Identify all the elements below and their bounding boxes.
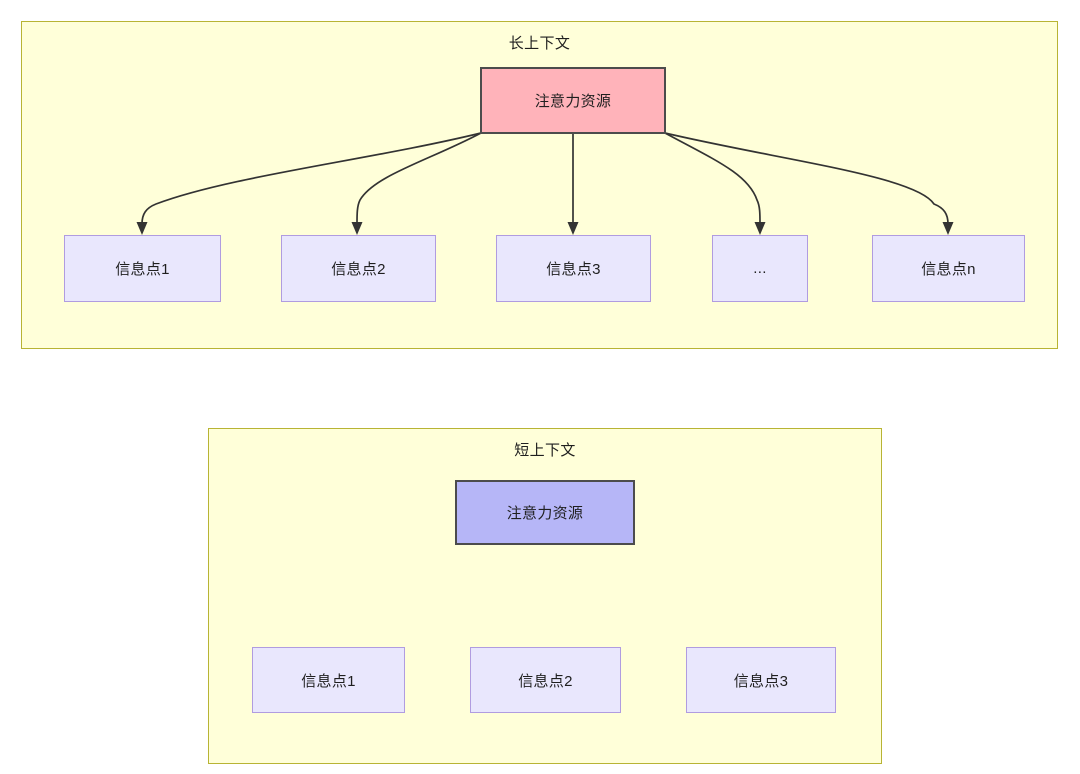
node-info-point-1-short[interactable]: 信息点1 bbox=[252, 647, 405, 713]
panel-long-context-title: 长上下文 bbox=[508, 35, 571, 52]
panel-short-context: 短上下文 bbox=[208, 428, 882, 764]
panel-short-context-title: 短上下文 bbox=[514, 442, 576, 459]
node-info-point-3-long[interactable]: 信息点3 bbox=[496, 235, 651, 302]
node-info-point-1-long[interactable]: 信息点1 bbox=[64, 235, 221, 302]
node-info-point-ellipsis-long[interactable]: ... bbox=[712, 235, 808, 302]
node-attention-resource-short[interactable]: 注意力资源 bbox=[455, 480, 635, 545]
node-attention-resource-long[interactable]: 注意力资源 bbox=[480, 67, 666, 134]
node-info-point-2-short[interactable]: 信息点2 bbox=[470, 647, 621, 713]
node-info-point-3-short[interactable]: 信息点3 bbox=[686, 647, 836, 713]
node-info-point-2-long[interactable]: 信息点2 bbox=[281, 235, 436, 302]
node-info-point-n-long[interactable]: 信息点n bbox=[872, 235, 1025, 302]
